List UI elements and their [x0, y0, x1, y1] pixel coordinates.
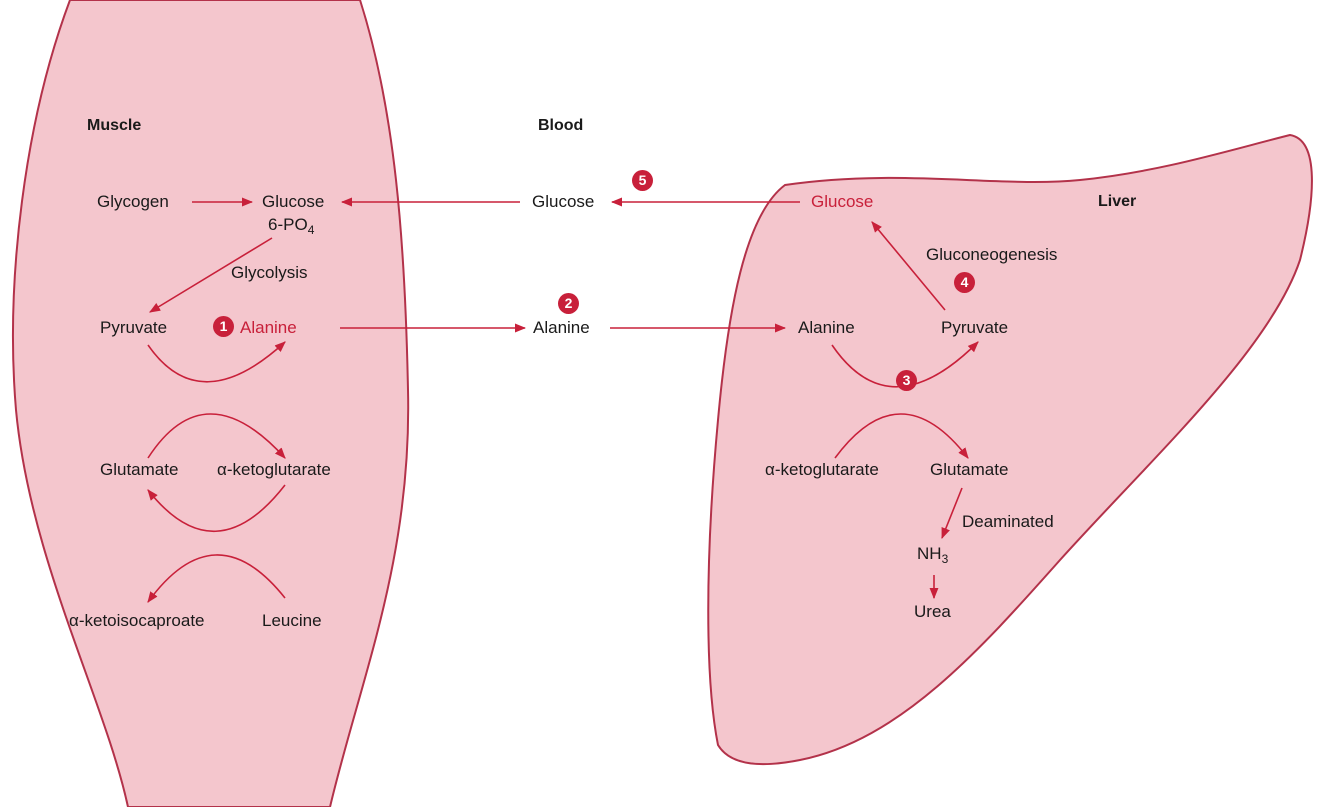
step-badge-3: 3	[896, 370, 917, 391]
liver-ammonia: NH3	[917, 544, 948, 565]
muscle-leucine: Leucine	[262, 611, 322, 631]
muscle-shape	[13, 0, 408, 807]
liver-alpha-ketoglutarate: α-ketoglutarate	[765, 460, 879, 480]
liver-gluconeogenesis: Gluconeogenesis	[926, 245, 1057, 265]
blood-header: Blood	[538, 116, 583, 136]
phosphate-prefix: 6-PO	[268, 215, 308, 234]
muscle-header: Muscle	[87, 116, 141, 136]
muscle-glycolysis: Glycolysis	[231, 263, 308, 283]
liver-shape	[708, 135, 1312, 764]
phosphate-subscript: 4	[308, 223, 315, 237]
blood-glucose: Glucose	[532, 192, 594, 212]
muscle-alpha-ketoisocaproate: α-ketoisocaproate	[69, 611, 205, 631]
liver-glutamate: Glutamate	[930, 460, 1008, 480]
liver-deaminated: Deaminated	[962, 512, 1054, 532]
muscle-glutamate: Glutamate	[100, 460, 178, 480]
liver-glucose: Glucose	[811, 192, 873, 212]
ammonia-prefix: NH	[917, 544, 942, 563]
liver-urea: Urea	[914, 602, 951, 622]
muscle-glycogen: Glycogen	[97, 192, 169, 212]
liver-alanine: Alanine	[798, 318, 855, 338]
ammonia-subscript: 3	[942, 552, 949, 566]
muscle-alpha-ketoglutarate: α-ketoglutarate	[217, 460, 331, 480]
liver-pyruvate: Pyruvate	[941, 318, 1008, 338]
muscle-pyruvate: Pyruvate	[100, 318, 167, 338]
muscle-glucose: Glucose	[262, 192, 324, 212]
step-badge-4: 4	[954, 272, 975, 293]
step-badge-5: 5	[632, 170, 653, 191]
muscle-alanine: Alanine	[240, 318, 297, 338]
blood-alanine: Alanine	[533, 318, 590, 338]
step-badge-2: 2	[558, 293, 579, 314]
muscle-glucose-phosphate: 6-PO4	[268, 215, 314, 236]
liver-header: Liver	[1098, 192, 1136, 212]
step-badge-1: 1	[213, 316, 234, 337]
